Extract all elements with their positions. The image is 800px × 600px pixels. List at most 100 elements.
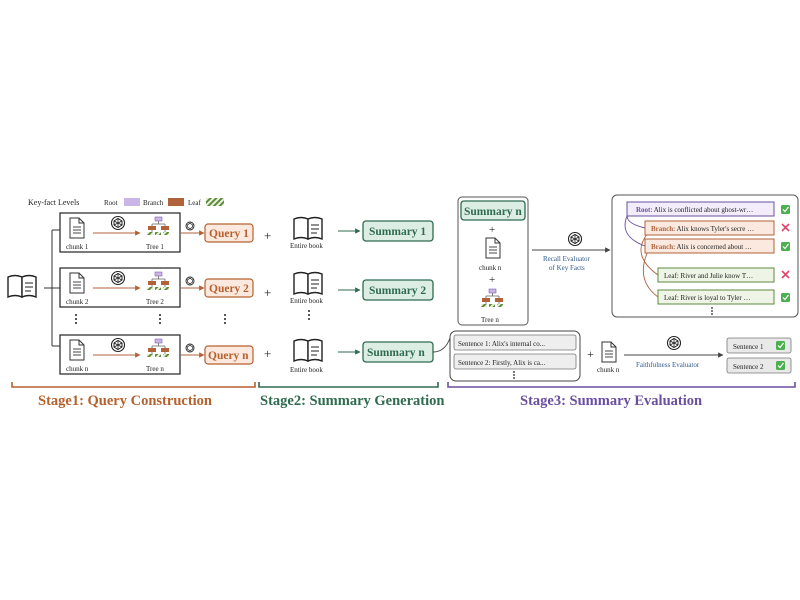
summary1-label: Summary 1: [369, 226, 426, 238]
tree2-icon: [146, 271, 170, 291]
fact-root-box: [626, 201, 775, 217]
fact-root-check-mark: [782, 206, 789, 213]
rown-llm-small-icon: [185, 343, 195, 353]
stage3-chunkn-doc-icon: [485, 237, 501, 259]
stage1-label: Stage1: Query Construction: [38, 393, 212, 409]
legend-root-swatch: [124, 198, 140, 206]
faithfulness-llm-icon: [666, 335, 682, 351]
stage3-underline: [447, 382, 796, 388]
source-book-icon: [7, 274, 37, 298]
faithfulness-evaluator-label: Faithfulness Evaluator: [636, 361, 700, 369]
stage2-ellipsis: [308, 310, 310, 320]
plus-sign: +: [587, 347, 594, 361]
plus-sign: +: [489, 274, 495, 286]
fact-root-text: Root: Alix is conflicted about ghost-wr…: [636, 206, 753, 214]
plus-sign: +: [264, 285, 271, 300]
sentences-ellipsis: [513, 371, 515, 379]
entire-book1-label: Entire book: [290, 242, 323, 250]
summaryn-label: Summary n: [367, 347, 425, 359]
row2-box: [59, 267, 181, 308]
row1-llm-icon: [110, 215, 126, 231]
facts-ellipsis: [711, 307, 713, 315]
plus-sign: +: [489, 224, 495, 236]
chunk1-doc-icon: [69, 217, 85, 239]
sentence2-result-box: [726, 357, 792, 374]
stage3-chunkn-label: chunk n: [479, 264, 502, 272]
plus-sign: +: [264, 346, 271, 361]
legend-root-label: Root: [104, 199, 118, 207]
recall-llm-icon: [567, 231, 583, 247]
plus-sign: +: [264, 228, 271, 243]
fact-leaf-1: Leaf: River and Julie know T…: [657, 267, 790, 283]
stage2-underline: [258, 382, 439, 388]
sentence2-check-icon: [776, 361, 785, 370]
summary2-label: Summary 2: [369, 285, 426, 297]
sentence2-result-label: Sentence 2: [733, 363, 764, 371]
sentence2-box: [453, 353, 577, 370]
fact-leaf1-box: [657, 267, 775, 283]
tree1-icon: [146, 216, 170, 236]
fact-branch1-box: [644, 220, 775, 236]
legend-branch-label: Branch: [143, 199, 164, 207]
legend: Key-fact Levels Root Branch Leaf: [28, 198, 224, 207]
sentence1-check-icon: [776, 341, 785, 350]
sentence1-check-mark: [777, 342, 784, 349]
query2-box: [204, 278, 254, 298]
fact-leaf1-cross-icon: [781, 270, 790, 279]
queryn-label: Query n: [208, 350, 249, 362]
tree2-label: Tree 2: [146, 298, 164, 306]
stage3-summaryn-box: [460, 200, 526, 221]
stage1-underline: [11, 382, 256, 388]
chunk1-label: chunk 1: [66, 243, 89, 251]
entire-book2-icon: [293, 271, 323, 295]
tree1-label: Tree 1: [146, 243, 164, 251]
query1-box: [204, 223, 254, 243]
row1-llm-small-icon: [185, 221, 195, 231]
recall-input-card: [457, 196, 529, 326]
stage1-ellipsis: [75, 314, 226, 324]
recall-evaluator-line2: of Key Facts: [549, 264, 585, 272]
stage3-treen-label: Tree n: [481, 316, 499, 324]
fact-root: Root: Alix is conflicted about ghost-wr…: [626, 201, 790, 217]
entire-bookn-icon: [293, 338, 323, 362]
fact-branch1-text: Branch: Alix knows Tyler's secre …: [651, 225, 754, 233]
legend-title: Key-fact Levels: [28, 198, 79, 207]
fact-branch-2: Branch: Alix is concerned about …: [644, 238, 790, 254]
legend-leaf-label: Leaf: [188, 199, 201, 207]
faithfulness-chunkn-doc-icon: [601, 341, 617, 363]
rown-box: [59, 334, 181, 375]
stage2-row2: + Entire book Summary 2: [264, 271, 434, 305]
treen-label: Tree n: [146, 365, 164, 373]
stage3-summaryn-label: Summary n: [464, 206, 522, 218]
fact-branch2-box: [644, 238, 775, 254]
sentence1-result-label: Sentence 1: [733, 343, 764, 351]
rown-llm-icon: [110, 337, 126, 353]
fact-leaf2-text: Leaf: River is loyal to Tyler …: [664, 294, 751, 302]
chunkn-doc-icon: [69, 339, 85, 361]
row2-llm-icon: [110, 270, 126, 286]
legend-branch-swatch: [168, 198, 184, 206]
query1-label: Query 1: [209, 228, 249, 240]
stage3-label: Stage3: Summary Evaluation: [520, 393, 702, 409]
queryn-box: [204, 345, 254, 365]
sentence2-excerpt: Sentence 2: Firstly, Alix is ca...: [458, 359, 545, 367]
fact-leaf2-check-mark: [782, 294, 789, 301]
legend-leaf-swatch: [206, 198, 224, 206]
chunkn-label: chunk n: [66, 365, 89, 373]
treen-icon: [146, 338, 170, 358]
recall-evaluator-line1: Recall Evaluator: [543, 255, 591, 263]
sentence1-box: [453, 334, 577, 351]
fact-branch2-check-icon: [781, 242, 790, 251]
chunk2-doc-icon: [69, 272, 85, 294]
summaryn-to-sentences-connector: [432, 337, 451, 353]
query2-label: Query 2: [209, 283, 249, 295]
stage2-row1: + Entire book Summary 1: [264, 216, 434, 250]
fact-branch1-cross-icon: [781, 223, 790, 232]
summary1-box: [362, 220, 434, 242]
entire-book1-icon: [293, 216, 323, 240]
fact-branch2-text: Branch: Alix is concerned about …: [651, 243, 752, 251]
fact-root-check-icon: [781, 205, 790, 214]
stage2-rown: + Entire book Summary n: [264, 338, 434, 374]
fact-branch-1: Branch: Alix knows Tyler's secre …: [644, 220, 790, 236]
